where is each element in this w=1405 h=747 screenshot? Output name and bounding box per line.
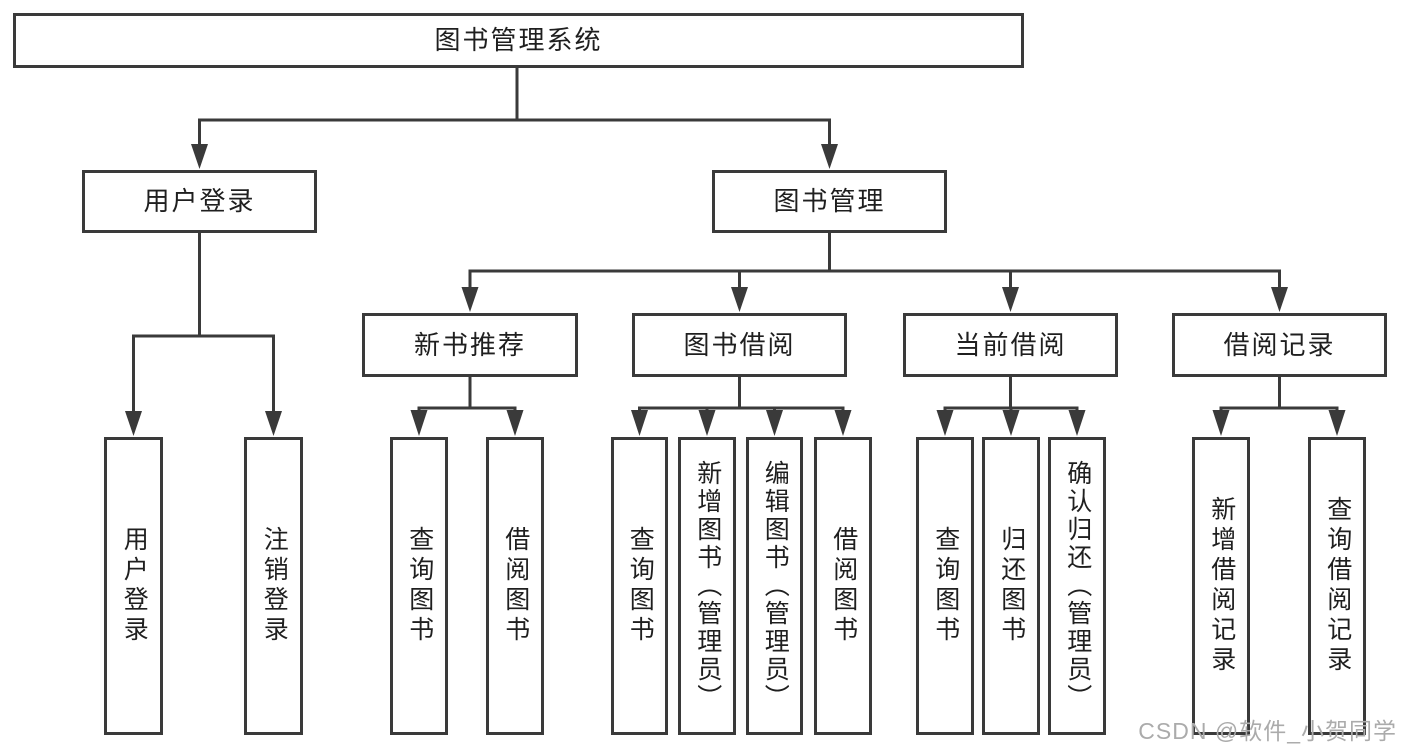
csdn-watermark: CSDN @软件_小贺同学 [1138, 718, 1397, 744]
leaf-borrow-query-books: 查询图书 [611, 437, 668, 735]
leaf-return-books: 归还图书 [982, 437, 1040, 735]
leaf-rec-query-books: 查询图书 [390, 437, 448, 735]
leaf-query-borrow-record: 查询借阅记录 [1308, 437, 1366, 735]
node-current-borrowing: 当前借阅 [903, 313, 1118, 377]
node-book-borrowing: 图书借阅 [632, 313, 847, 377]
leaf-current-query-books: 查询图书 [916, 437, 974, 735]
node-new-book-recommendation: 新书推荐 [362, 313, 578, 377]
leaf-add-books-admin: 新增图书（管理员） [678, 437, 736, 735]
leaf-user-login: 用户登录 [104, 437, 163, 735]
leaf-edit-books-admin: 编辑图书（管理员） [746, 437, 803, 735]
leaf-rec-borrow-books: 借阅图书 [486, 437, 544, 735]
node-library-management-system: 图书管理系统 [13, 13, 1024, 68]
leaf-logout: 注销登录 [244, 437, 303, 735]
node-borrowing-records: 借阅记录 [1172, 313, 1387, 377]
node-book-management: 图书管理 [712, 170, 947, 233]
node-user-login: 用户登录 [82, 170, 317, 233]
leaf-add-borrow-record: 新增借阅记录 [1192, 437, 1250, 735]
leaf-borrow-books: 借阅图书 [814, 437, 872, 735]
leaf-confirm-return-admin: 确认归还（管理员） [1048, 437, 1106, 735]
